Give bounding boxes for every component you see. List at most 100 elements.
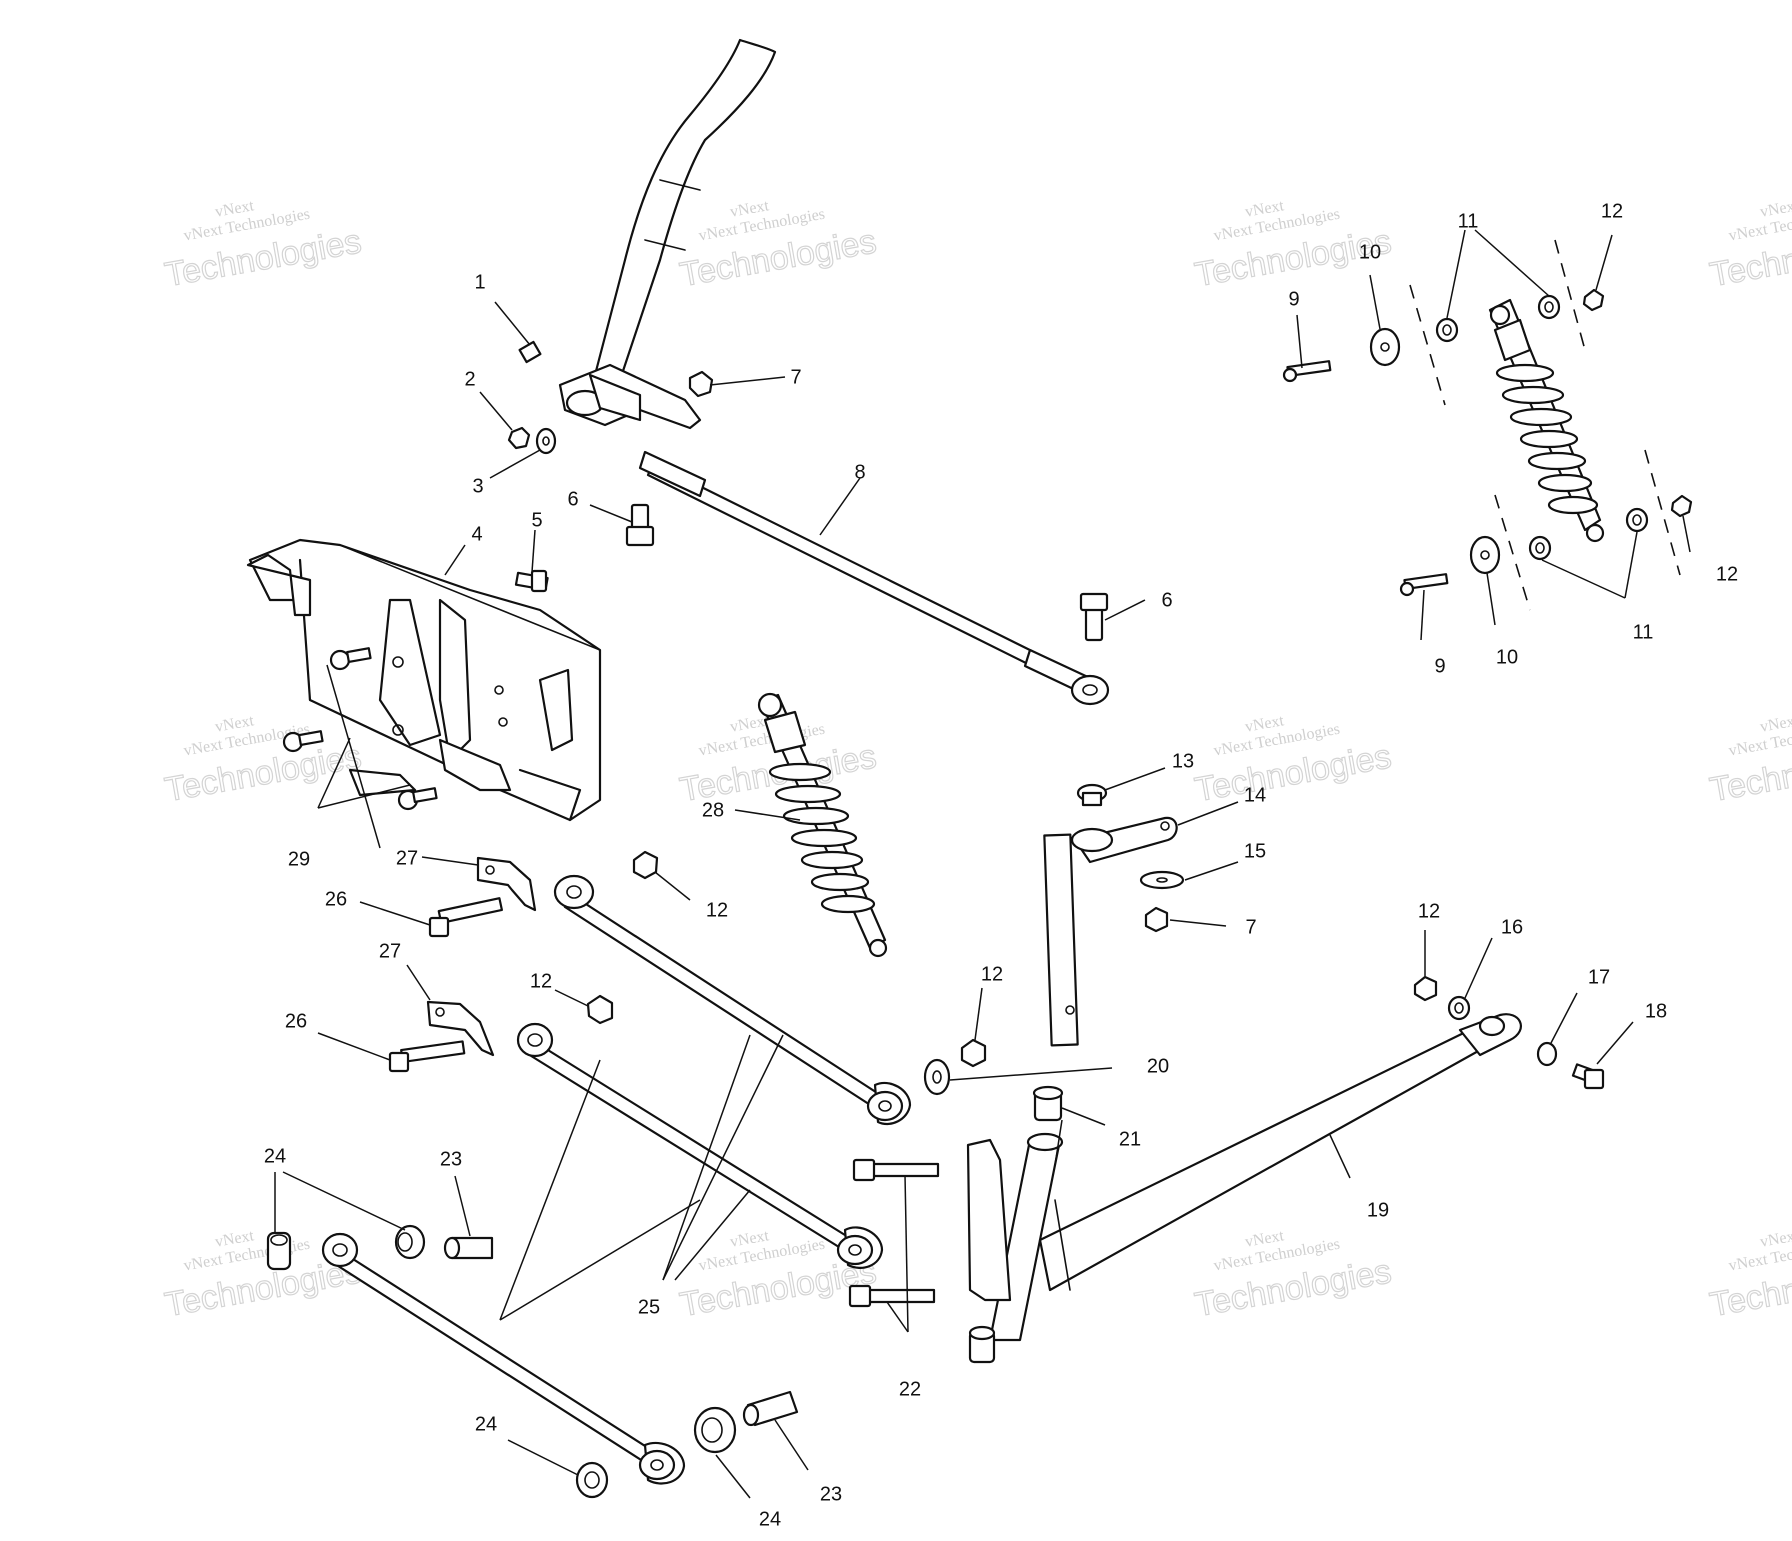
watermark: vNext vNext Technologies Technologies [161, 197, 364, 295]
callout-16: 16 [1501, 916, 1523, 938]
callout-6: 6 [1161, 589, 1172, 611]
part-26-bolt [428, 897, 503, 938]
part-3-washer [535, 427, 557, 455]
callout-3: 3 [472, 475, 483, 497]
part-22-bolt [848, 1284, 936, 1308]
part-5-bolt [514, 569, 549, 593]
callout-9: 9 [1434, 655, 1445, 677]
callout-5: 5 [531, 509, 542, 531]
part-23-sleeve [443, 1236, 494, 1260]
part-23-sleeve [742, 1390, 799, 1427]
part-11-bushing [1537, 294, 1561, 320]
part-27-bracket [426, 1000, 495, 1057]
callout-19: 19 [1367, 1199, 1389, 1221]
part-1-bushing [518, 340, 542, 364]
callout-10: 10 [1496, 646, 1518, 668]
part-8-tie-rod [638, 450, 1110, 706]
callout-24: 24 [264, 1145, 286, 1167]
part-18-bolt [1571, 1063, 1605, 1090]
part-21-bushing [1032, 1085, 1064, 1122]
part-25-control-rod [553, 874, 912, 1126]
alignment-line [1554, 239, 1586, 351]
callout-13: 13 [1172, 750, 1194, 772]
watermark: vNext vNext Technologies Technologies [161, 712, 364, 810]
watermark: vNext vNext Technologies Technologies [1191, 197, 1394, 295]
part-9-bolt [1399, 573, 1449, 597]
callout-29: 29 [288, 848, 310, 870]
part-24-bushing [693, 1406, 737, 1454]
watermark: vNext vNext Technologies Technologies [1191, 712, 1394, 810]
svg-text:vNext: vNext [1759, 197, 1792, 221]
part-22-bolt [852, 1158, 940, 1182]
part-11-bushing [1625, 507, 1649, 533]
part-25-control-rod [516, 1022, 884, 1269]
part-14-steering-arm [1043, 816, 1178, 1047]
part-9-bolt [1282, 360, 1332, 383]
callout-1: 1 [474, 271, 485, 293]
steering-post [558, 38, 777, 430]
callout-8: 8 [854, 461, 865, 483]
callout-10: 10 [1359, 241, 1381, 263]
alignment-line [1409, 284, 1446, 406]
callout-24: 24 [759, 1508, 781, 1530]
callout-2: 2 [464, 368, 475, 390]
callout-7: 7 [1245, 916, 1256, 938]
callout-12: 12 [530, 970, 552, 992]
callout-11: 11 [1633, 621, 1654, 643]
callout-6: 6 [567, 488, 578, 510]
callout-12: 12 [981, 963, 1003, 985]
watermark: vNext vNext Technologies Technologies [1706, 1227, 1792, 1325]
part-28-shock [757, 692, 888, 958]
watermark: vNext vNext Technologies Technologies [1706, 712, 1792, 810]
alignment-line [1644, 449, 1681, 576]
alignment-line [1494, 494, 1531, 611]
callout-23: 23 [820, 1483, 842, 1505]
callout-20: 20 [1147, 1055, 1169, 1077]
svg-text:vNext: vNext [1759, 1227, 1792, 1251]
svg-text:vNext: vNext [1244, 1227, 1286, 1251]
svg-text:vNext: vNext [1759, 712, 1792, 736]
part-24-bushing [266, 1231, 292, 1271]
part-12-nut [1670, 494, 1693, 518]
part-20-washer [923, 1058, 951, 1096]
watermark: vNext vNext Technologies Technologies [1706, 197, 1792, 295]
part-24-bushing [394, 1224, 426, 1260]
part-25-control-rod [321, 1232, 686, 1485]
callout-28: 28 [702, 799, 724, 821]
part-6-bolt [1079, 592, 1109, 642]
part-10-washer [1369, 327, 1401, 367]
part-12-nut [1582, 288, 1605, 312]
part-17-washer [1536, 1041, 1558, 1067]
watermark: vNext vNext Technologies Technologies [1191, 1227, 1394, 1325]
part-26-bolt [388, 1040, 466, 1073]
callout-26: 26 [285, 1010, 307, 1032]
svg-text:vNext: vNext [729, 712, 771, 736]
callout-22: 22 [899, 1378, 921, 1400]
svg-text:vNext: vNext [1244, 712, 1286, 736]
callout-24: 24 [475, 1413, 497, 1435]
part-10-washer [1469, 535, 1501, 575]
callout-12: 12 [706, 899, 728, 921]
callout-25: 25 [638, 1296, 660, 1318]
watermark: vNext vNext Technologies Technologies [676, 197, 879, 295]
callout-21: 21 [1119, 1128, 1141, 1150]
callout-23: 23 [440, 1148, 462, 1170]
callout-26: 26 [325, 888, 347, 910]
part-7-nut [688, 370, 714, 398]
part-27-bracket [476, 856, 537, 912]
part-12-nut [960, 1038, 987, 1068]
part-12-nut [632, 850, 659, 880]
svg-text:vNext: vNext [214, 1227, 256, 1251]
callout-18: 18 [1645, 1000, 1667, 1022]
callout-9: 9 [1288, 288, 1299, 310]
svg-text:vNext: vNext [214, 197, 256, 221]
part-12-nut [1413, 975, 1438, 1002]
part-21-bushing [968, 1325, 996, 1364]
callout-12: 12 [1601, 200, 1623, 222]
part-2-nut [507, 426, 531, 450]
callout-15: 15 [1244, 840, 1266, 862]
part-11-bushing [1435, 317, 1459, 343]
part-16-bushing [1447, 995, 1471, 1021]
callout-12: 12 [1418, 900, 1440, 922]
